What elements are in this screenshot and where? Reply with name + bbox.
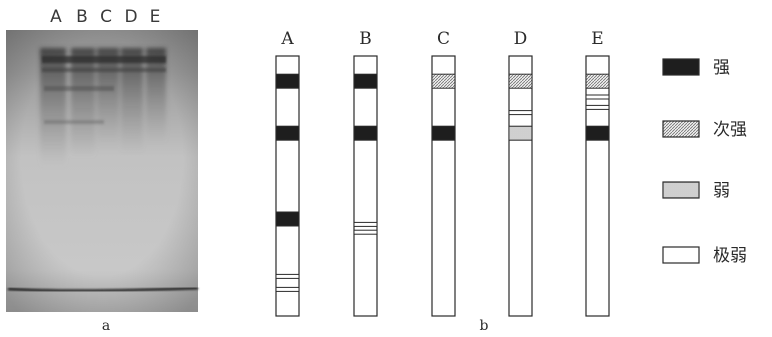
lane-strip: D	[509, 29, 532, 316]
band-very-weak	[276, 274, 299, 278]
band-strong	[354, 126, 377, 140]
legend-swatch	[663, 247, 699, 263]
band-weak	[509, 126, 532, 140]
lane-strip: E	[586, 29, 609, 316]
lane-outline	[432, 56, 455, 316]
band-strong	[586, 126, 609, 140]
legend-swatch	[663, 121, 699, 137]
band-very-weak	[354, 222, 377, 226]
band-very-weak	[509, 111, 532, 115]
legend-label: 强	[713, 58, 730, 78]
legend-label: 弱	[713, 181, 730, 201]
band-strong	[432, 126, 455, 140]
band-medium-strong	[432, 74, 455, 88]
lane-strip: C	[432, 29, 455, 316]
lane-strip: A	[276, 29, 299, 316]
lane-label: C	[437, 29, 450, 49]
band-medium-strong	[509, 74, 532, 88]
band-strong	[276, 212, 299, 226]
lane-label: B	[359, 29, 372, 49]
band-very-weak	[276, 287, 299, 291]
lane-strip: B	[354, 29, 377, 316]
gel-lane-label: D	[124, 7, 137, 27]
lane-label: A	[280, 29, 294, 49]
legend-item: 极弱	[663, 246, 747, 266]
panel-b-caption: b	[480, 318, 489, 334]
legend-item: 弱	[663, 181, 730, 201]
legend-label: 极弱	[713, 246, 747, 266]
lane-strips: A B C D E	[276, 29, 609, 316]
gel-lane-label: C	[100, 7, 112, 27]
legend-swatch	[663, 59, 699, 75]
lane-outline	[354, 56, 377, 316]
gel-lane-label: B	[76, 7, 88, 27]
band-very-weak	[586, 95, 609, 99]
band-strong	[276, 74, 299, 88]
legend-item: 强	[663, 58, 730, 78]
legend-swatch	[663, 182, 699, 198]
legend-item: 次强	[663, 120, 747, 140]
lane-outline	[509, 56, 532, 316]
legend-label: 次强	[713, 120, 747, 140]
gel-lane-label: E	[150, 7, 161, 27]
band-very-weak	[354, 230, 377, 234]
lane-label: E	[591, 29, 603, 49]
band-very-weak	[586, 105, 609, 109]
band-medium-strong	[586, 74, 609, 88]
band-strong	[276, 126, 299, 140]
band-strong	[354, 74, 377, 88]
lane-label: D	[514, 29, 528, 49]
gel-lane-label: A	[50, 7, 62, 27]
panel-a-caption: a	[102, 318, 110, 334]
